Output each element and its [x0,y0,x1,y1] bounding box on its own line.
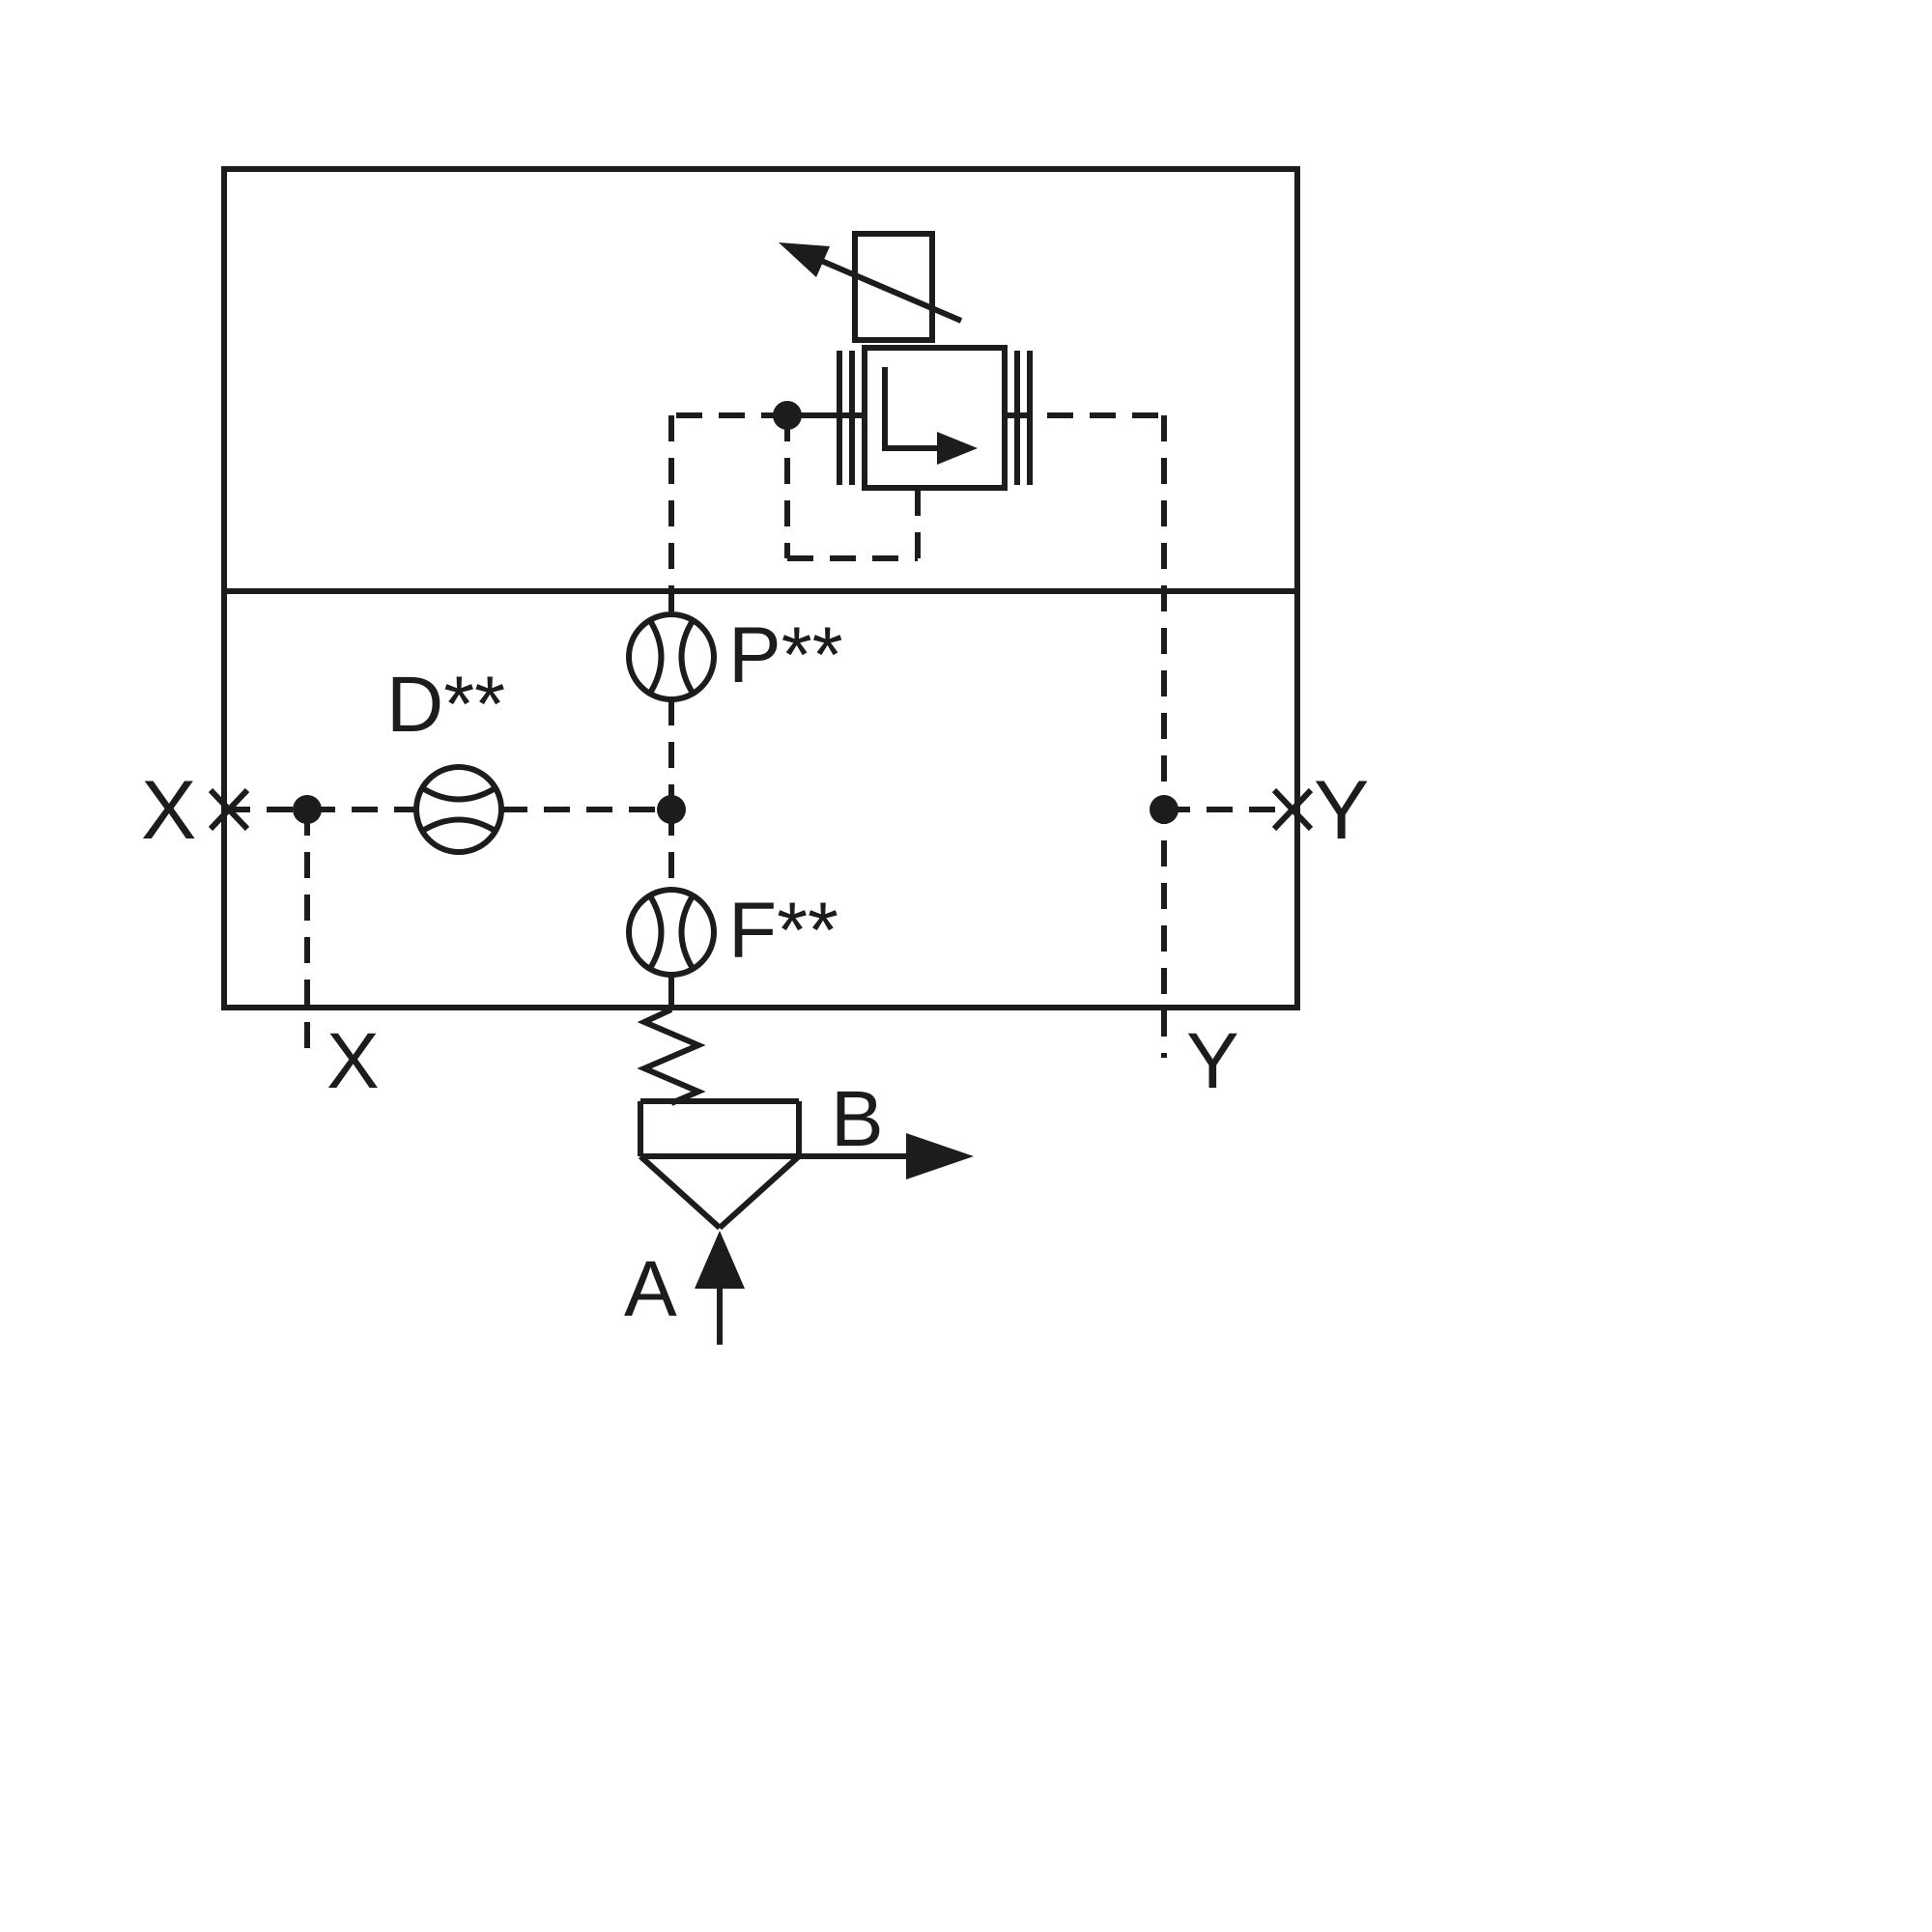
orifice-d-circle [413,764,504,855]
poppet-seat-left [638,1153,723,1231]
junction-dot [773,401,802,430]
orifice-p-symbol [626,611,717,702]
pilot-relief-valve-symbol [779,231,1033,491]
junction-dots [293,401,1179,824]
orifice-f-symbol [626,887,717,978]
orifice-d-symbol [413,764,504,855]
port-y-bottom-label: Y [1186,1017,1239,1105]
flow-path-elbow [882,367,947,451]
port-x-side-label: X [141,764,196,857]
orifice-d-label: D** [386,661,505,749]
adjustment-arrow-shaft [817,257,963,324]
port-a-label: A [624,1245,677,1333]
junction-dot [657,795,686,824]
adjustment-arrow-head [779,242,830,277]
port-b-label: B [831,1075,884,1163]
plugged-port-cross-icon-left [208,787,250,832]
junction-dot [293,795,322,824]
flow-direction-arrow-icon [882,367,978,465]
port-b-flow-arrow-icon [906,1133,974,1179]
adjustment-element-box [852,231,935,343]
port-x-bottom-label: X [327,1017,380,1105]
valve-side-hash-marks [837,351,1033,485]
junction-dot [1150,795,1179,824]
port-y-side-label: Y [1314,764,1369,857]
plugged-port-cross-icon-right [1271,787,1314,832]
dashed-pilot-lines [224,412,1297,1058]
flow-arrow-head [937,432,978,465]
adjustable-setting-arrow-icon [779,242,963,324]
port-a-flow-arrow-icon [695,1231,745,1289]
valve-spring-icon [637,1007,706,1106]
orifice-f-circle [626,887,717,978]
poppet-seat-right [717,1153,802,1231]
manifold-block-outline [221,166,1300,1010]
spring-loaded-poppet-valve-symbol [637,975,974,1345]
orifice-p-label: P** [728,611,843,699]
orifice-f-label: F** [728,887,838,975]
orifice-p-circle [626,611,717,702]
